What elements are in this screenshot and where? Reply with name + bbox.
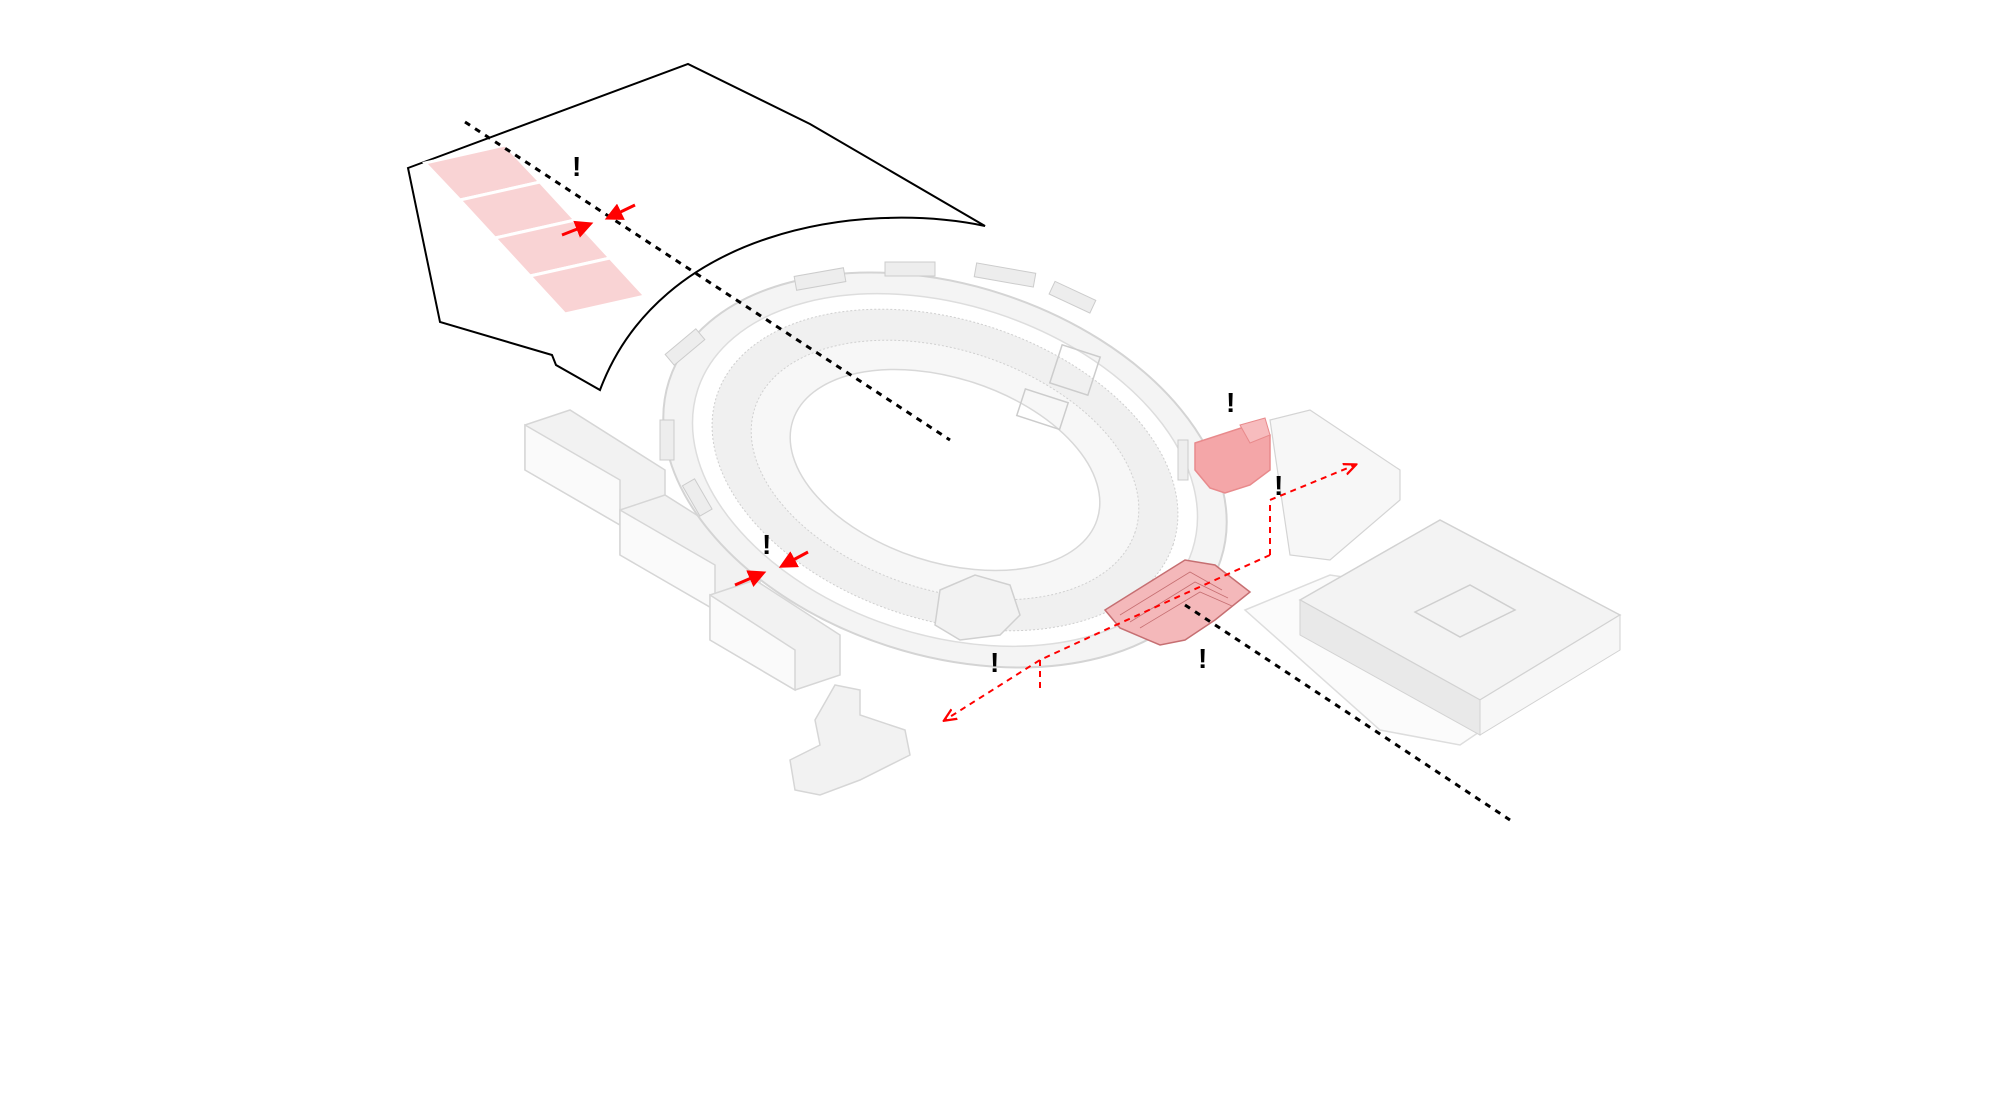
sports-hall-roof-light	[1413, 584, 1517, 638]
roof-segment	[681, 478, 713, 517]
arrow-pair-icon	[734, 570, 767, 587]
marker-south-stand: !	[1198, 643, 1207, 674]
block-row-3-side	[709, 593, 796, 692]
highlighted-buildings	[1103, 417, 1271, 646]
highlight-stand-south	[1103, 559, 1252, 646]
east-stand-box	[1048, 343, 1102, 397]
roof-segment	[793, 267, 847, 291]
roof-segment	[884, 261, 936, 277]
arrow-pair-icon	[561, 220, 594, 238]
block-curved	[789, 684, 911, 796]
south-entrance-block	[934, 574, 1021, 641]
main-axis-south	[1184, 603, 1511, 822]
axis-lines	[464, 120, 1511, 822]
red-path-main	[945, 554, 1271, 720]
north-plot-outline	[406, 62, 986, 392]
east-stand-box-2	[1015, 387, 1070, 431]
marker-west-entrance: !	[762, 529, 771, 560]
roof-segment	[659, 419, 675, 461]
east-hall	[1243, 409, 1622, 746]
arrow-pair-icon	[604, 203, 636, 220]
red-path-east	[1269, 465, 1355, 555]
roof-segment	[1048, 280, 1097, 314]
marker-south-path: !	[990, 647, 999, 678]
west-blocks	[524, 409, 911, 796]
arrow-pair-icon	[778, 550, 809, 568]
east-column	[1177, 439, 1189, 481]
highlight-building-east-top	[1239, 417, 1271, 444]
roof-segment	[664, 328, 706, 366]
marker-east-building: !	[1226, 387, 1235, 418]
sports-hall-wall-side	[1479, 614, 1621, 736]
main-axis-north	[464, 120, 951, 442]
marker-north-plot: !	[572, 151, 581, 182]
highlight-bay-4	[527, 256, 648, 316]
red-paths	[945, 465, 1355, 720]
stadium-field	[789, 368, 1101, 572]
roof-segments	[659, 261, 1097, 517]
marker-east-walkway: !	[1274, 470, 1283, 501]
stadium	[659, 261, 1228, 669]
east-walkway	[1269, 409, 1401, 561]
stand-steps	[1119, 571, 1233, 629]
roof-segment	[973, 262, 1037, 288]
squeeze-arrows	[561, 203, 809, 587]
markers: ! ! ! ! ! !	[572, 151, 1283, 678]
